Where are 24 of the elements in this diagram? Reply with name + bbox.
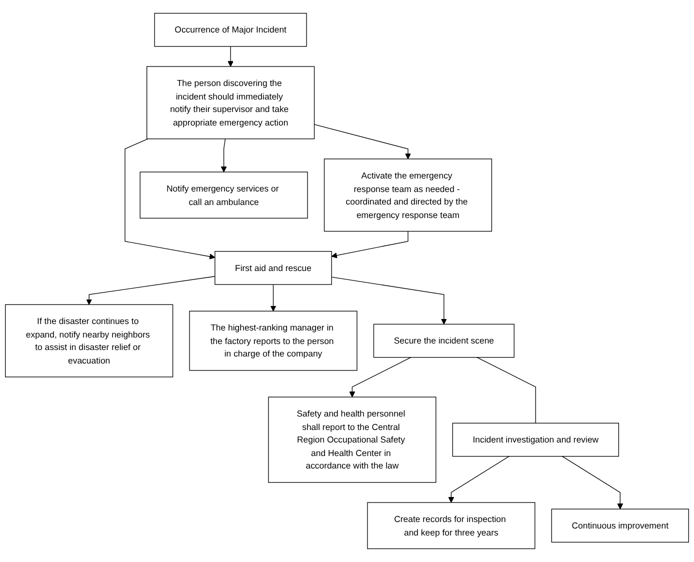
- arrow: [314, 124, 411, 160]
- node-box: Create records for inspection and keep for three years: [367, 502, 536, 550]
- node-box: Safety and health personnel shall report to the Central Region Occupational Safety and Health Center in accordance with the law: [268, 396, 436, 483]
- node-box: Occurrence of Major Incident: [154, 12, 307, 47]
- node-box: If the disaster continues to expand, notify nearby neighbors to assist in disaster relief or evacuation: [5, 304, 174, 378]
- arrow: [124, 138, 216, 260]
- arrow: [331, 230, 408, 258]
- node-box: Secure the incident scene: [373, 324, 514, 358]
- node-box: Activate the emergency response team as needed - coordinated and directed by the emergency response team: [324, 158, 492, 232]
- node-box: Continuous improvement: [551, 508, 689, 543]
- connector: [476, 357, 536, 424]
- arrow: [220, 138, 227, 172]
- arrow: [562, 456, 624, 510]
- node-box: The person discovering the incident should immediately notify their supervisor and take appropriate emergency action: [146, 66, 315, 140]
- arrow: [86, 276, 216, 305]
- arrow: [270, 284, 276, 312]
- arrow: [228, 46, 234, 67]
- arrow: [349, 357, 412, 398]
- arrow: [448, 456, 510, 503]
- node-box: Notify emergency services or call an ambulance: [140, 172, 308, 219]
- node-box: The highest-ranking manager in the factory reports to the person in charge of the company: [189, 310, 358, 371]
- node-box: Incident investigation and review: [452, 422, 620, 457]
- node-box: First aid and rescue: [214, 251, 332, 285]
- arrow: [331, 276, 447, 324]
